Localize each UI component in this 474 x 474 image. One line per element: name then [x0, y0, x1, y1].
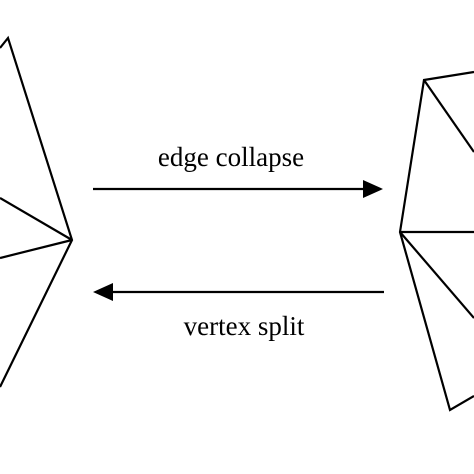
- vertex-split-arrow-head: [93, 283, 113, 301]
- right-mesh: [398, 70, 474, 412]
- edge-collapse-label: edge collapse: [158, 142, 304, 172]
- vertex-split-arrow: [93, 283, 384, 301]
- right-mesh-outline: [398, 70, 474, 412]
- vertex-split-label: vertex split: [184, 311, 305, 341]
- edge-collapse-arrow: [93, 180, 383, 198]
- left-mesh-edge-upper: [0, 197, 73, 241]
- left-mesh: [0, 35, 74, 388]
- right-mesh-edge-lower-diagonal: [399, 231, 474, 319]
- left-mesh-edge-lower: [0, 238, 73, 260]
- edge-collapse-arrow-head: [363, 180, 383, 198]
- right-mesh-edge-upper-diagonal: [423, 79, 474, 153]
- left-mesh-outline: [0, 35, 74, 388]
